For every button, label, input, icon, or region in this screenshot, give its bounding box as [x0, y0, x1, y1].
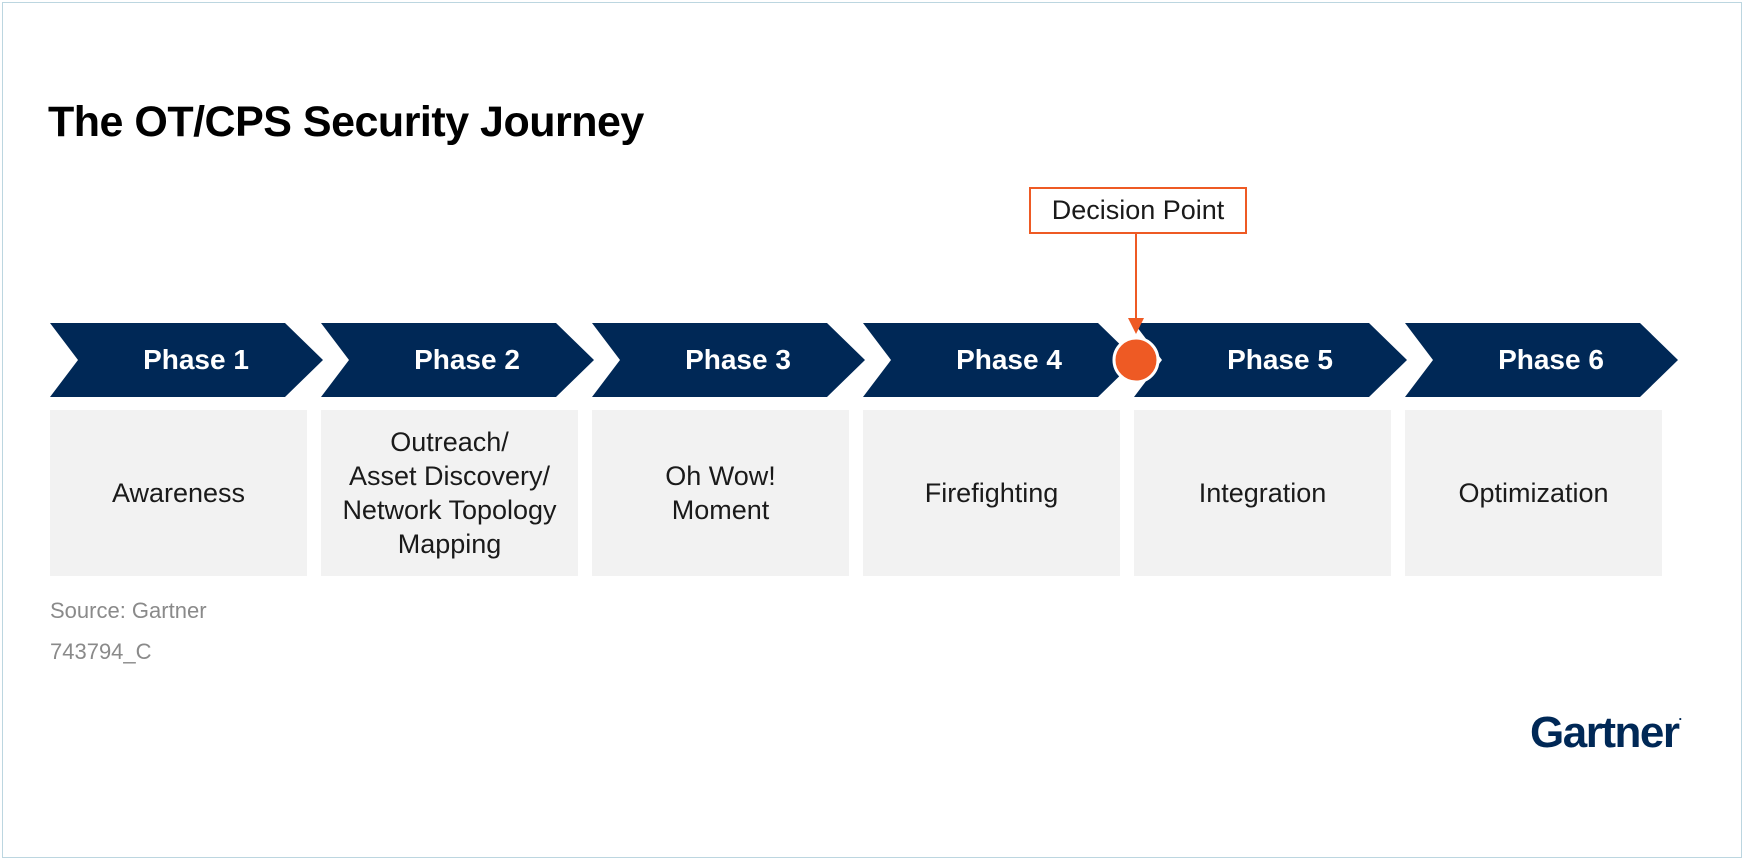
phase-2-chevron [321, 323, 594, 397]
source-note: Source: Gartner [50, 598, 207, 623]
phase-5-chevron [1134, 323, 1407, 397]
phase-2-description: Outreach/ Asset Discovery/ Network Topol… [321, 410, 578, 576]
phase-1-chevron [50, 323, 323, 397]
phase-4-chevron [863, 323, 1136, 397]
phase-6-description: Optimization [1405, 410, 1662, 576]
decision-connector-arrowhead [1128, 318, 1144, 334]
phase-6-chevron [1405, 323, 1678, 397]
phase-6-label: Phase 6 [1498, 344, 1604, 375]
phase-4-description: Firefighting [863, 410, 1120, 576]
phase-3-label: Phase 3 [685, 344, 791, 375]
phase-5-label: Phase 5 [1227, 344, 1333, 375]
phase-3-description: Oh Wow! Moment [592, 410, 849, 576]
decision-point-callout: Decision Point [1029, 187, 1247, 234]
phase-1-label: Phase 1 [143, 344, 249, 375]
logo-registered-mark: . [1678, 708, 1683, 723]
phase-5-description: Integration [1134, 410, 1391, 576]
chevron-row [50, 323, 1678, 397]
phase-3-chevron [592, 323, 865, 397]
logo-wordmark: Gartner [1530, 708, 1680, 757]
phase-4-label: Phase 4 [956, 344, 1062, 375]
phase-1-description: Awareness [50, 410, 307, 576]
document-id: 743794_C [50, 639, 152, 664]
phase-2-label: Phase 2 [414, 344, 520, 375]
gartner-logo: Gartner. [1530, 708, 1682, 758]
diagram-title: The OT/CPS Security Journey [48, 98, 644, 146]
decision-point-marker [1112, 336, 1160, 384]
